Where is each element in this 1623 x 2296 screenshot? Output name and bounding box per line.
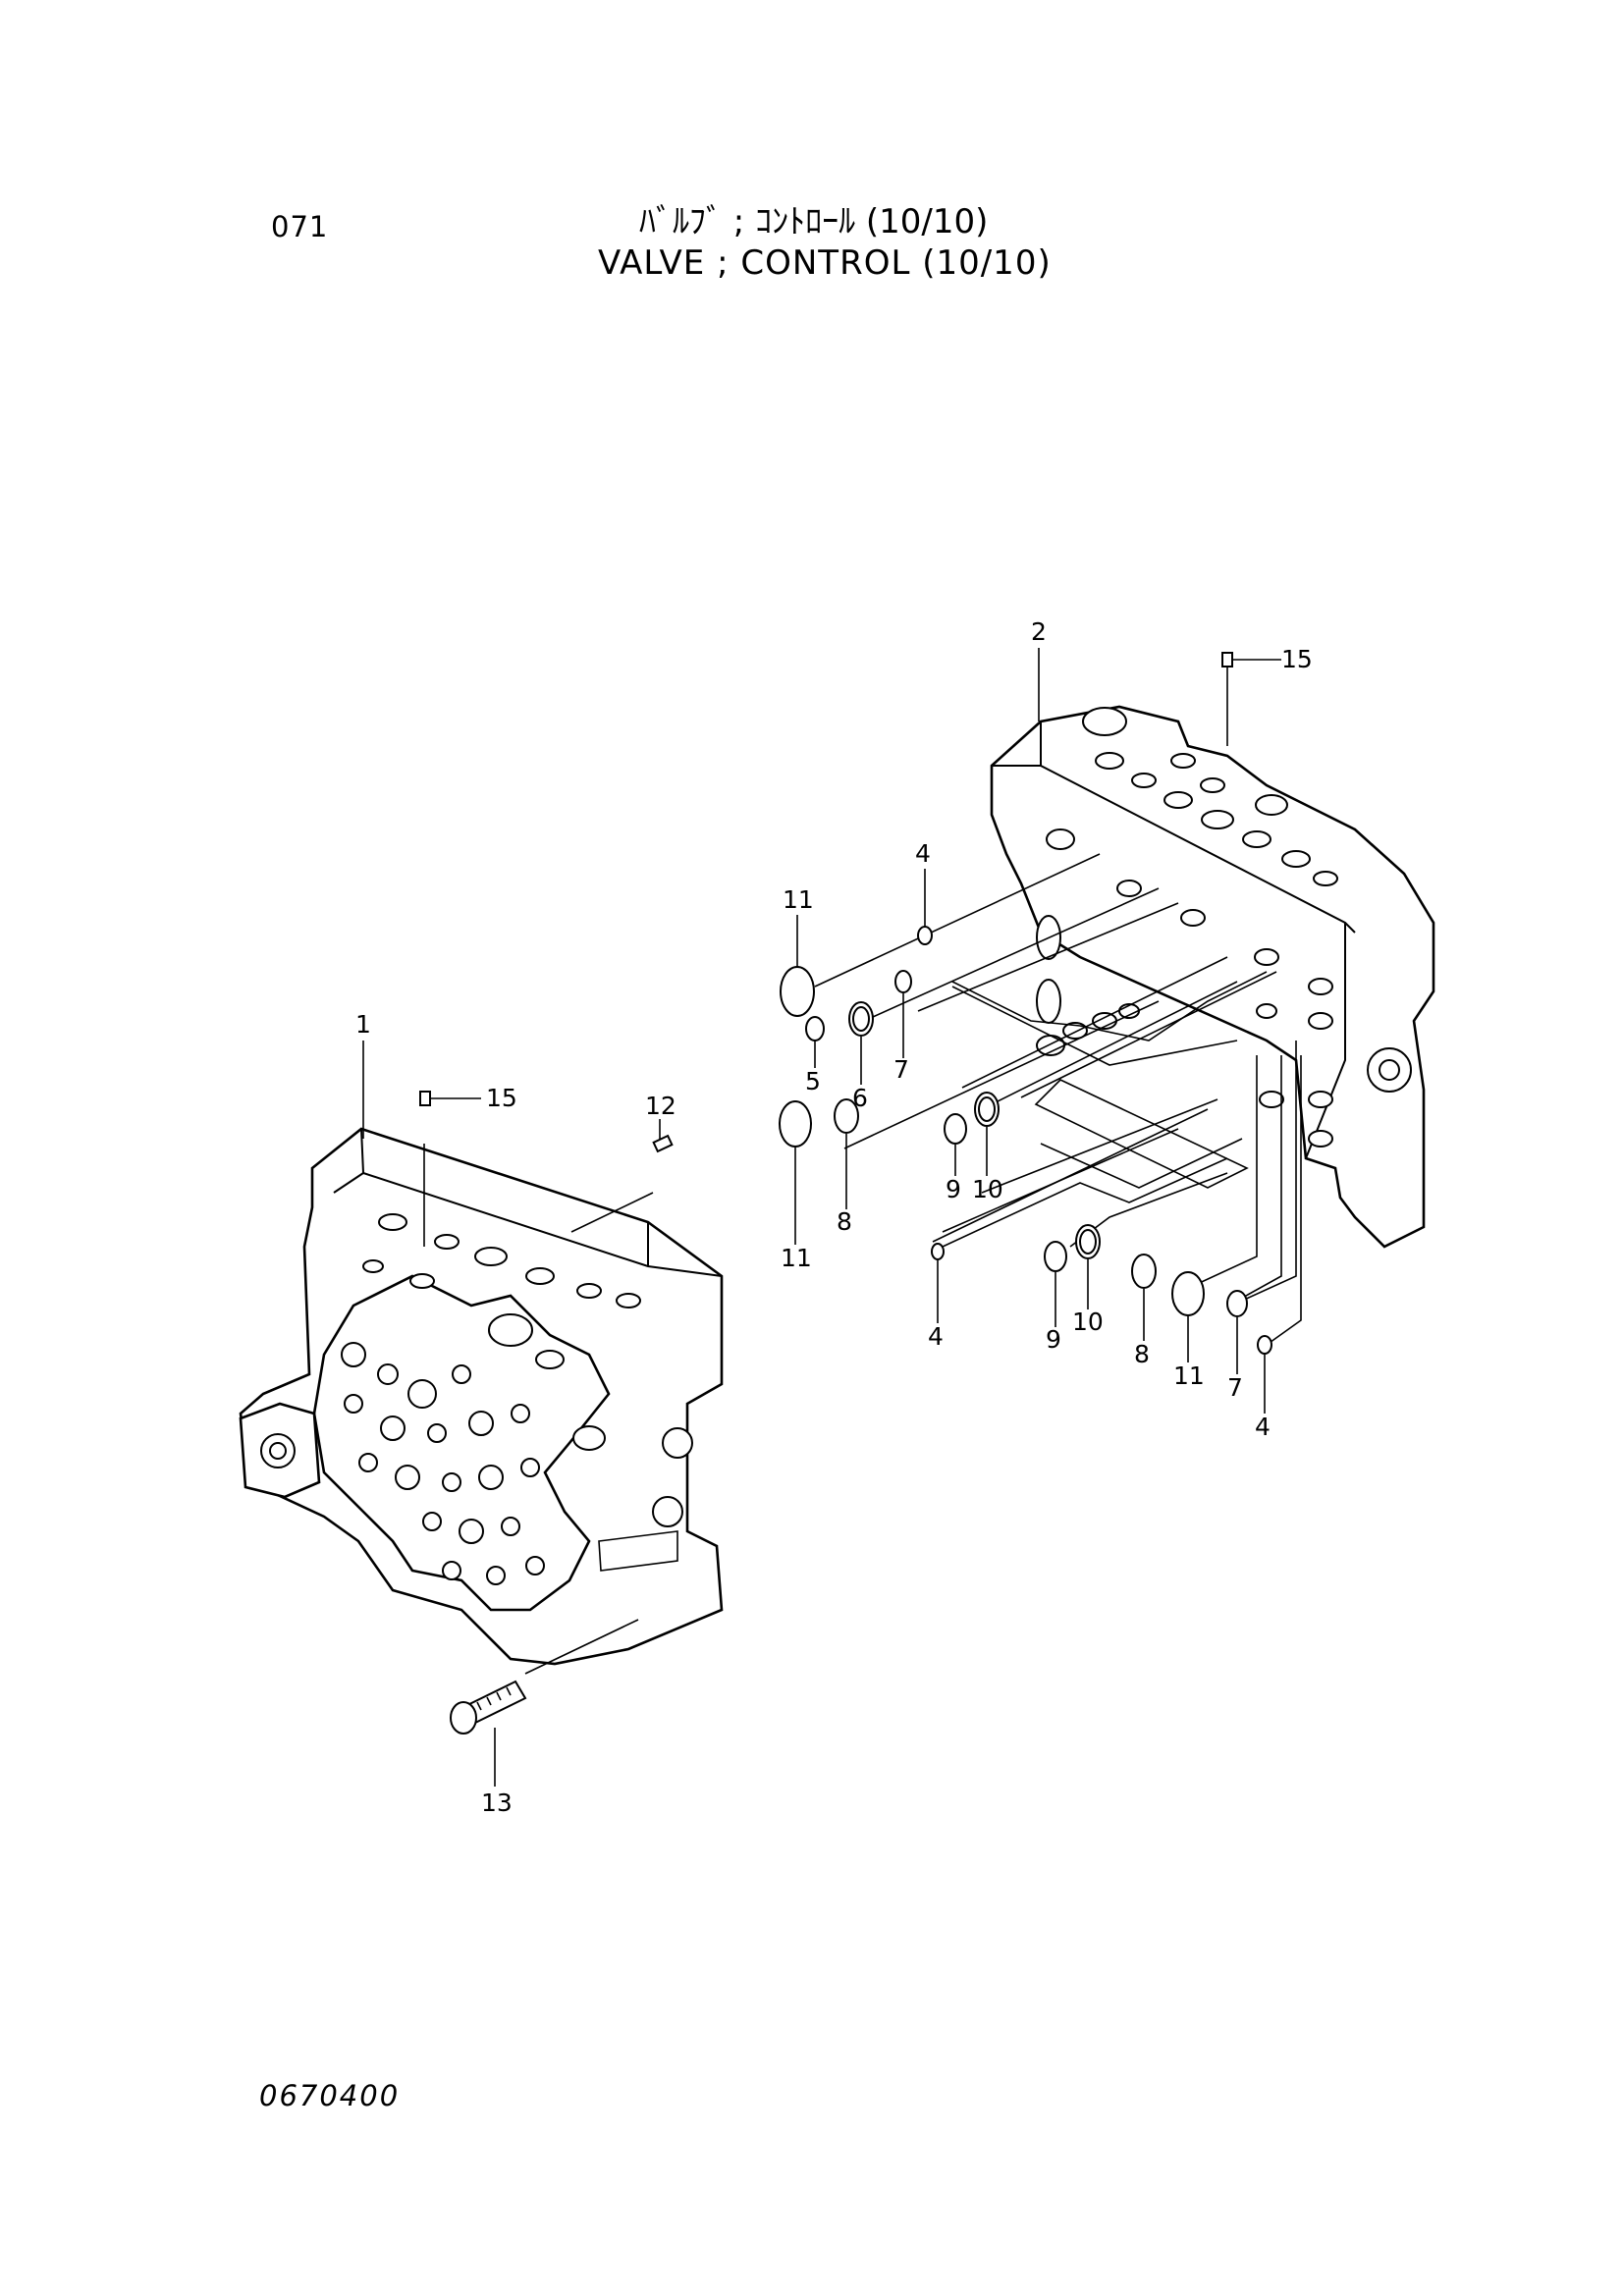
callout-12: 12: [645, 1092, 676, 1120]
title-japanese: ﾊﾞﾙﾌﾞ ; ｺﾝﾄﾛｰﾙ (10/10): [639, 202, 989, 241]
callout-13: 13: [481, 1789, 513, 1817]
callout-11b: 11: [781, 1244, 812, 1272]
callout-7a: 7: [893, 1055, 909, 1084]
left-body-top-ports: [362, 1213, 641, 1369]
valve-body-right: [990, 705, 1435, 1249]
callout-15b: 15: [1281, 645, 1313, 673]
callout-8a: 8: [837, 1207, 852, 1236]
callout-9a: 9: [946, 1175, 961, 1203]
callout-11a: 11: [783, 885, 814, 914]
left-body-ports: [341, 1342, 545, 1585]
title-english: VALVE ; CONTROL (10/10): [598, 243, 1052, 283]
callout-4b: 4: [928, 1322, 944, 1351]
callout-4a: 4: [915, 839, 931, 868]
right-body-top-ports: [1082, 707, 1338, 886]
callout-10a: 10: [972, 1175, 1003, 1203]
callout-1: 1: [355, 1010, 371, 1039]
callout-4c: 4: [1255, 1413, 1271, 1441]
figure-code: 0670400: [259, 2079, 401, 2112]
orings-and-seals: [419, 652, 1281, 1735]
page-number: 071: [271, 210, 329, 243]
valve-body-left: [239, 1127, 724, 1666]
callout-8b: 8: [1134, 1340, 1150, 1368]
bolt-13: [450, 1680, 527, 1735]
callout-2: 2: [1031, 617, 1047, 646]
callout-10b: 10: [1072, 1308, 1104, 1336]
callout-15a: 15: [486, 1084, 517, 1112]
assembly-lines: [423, 853, 1302, 1675]
callout-6: 6: [852, 1084, 868, 1112]
callouts: 1 2 15 15 12 13 4 11 5 6 7 11 8 9 10 4 9…: [355, 617, 1313, 1817]
callout-7b: 7: [1227, 1373, 1243, 1402]
right-body-face-ports: [1036, 828, 1333, 1148]
callout-11c: 11: [1173, 1362, 1205, 1390]
callout-9b: 9: [1046, 1325, 1061, 1354]
callout-5: 5: [805, 1067, 821, 1095]
